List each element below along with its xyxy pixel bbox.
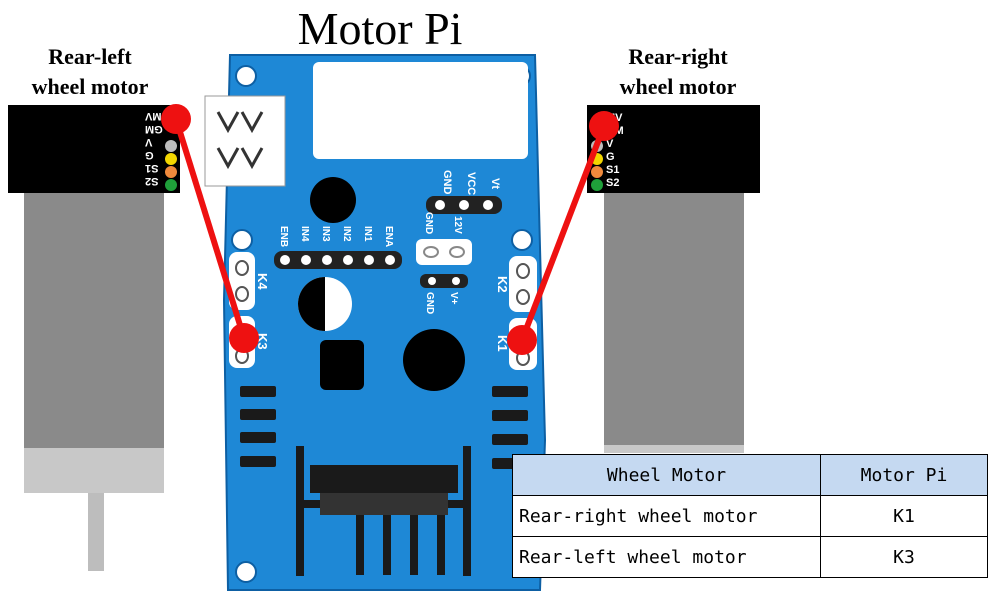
- power-in-gnd: GND: [423, 212, 434, 234]
- right-motor-label: Rear-right wheel motor: [588, 42, 768, 102]
- right-motor-body: [604, 193, 744, 448]
- left-motor-endcap: [24, 448, 164, 493]
- left-motor-label-line2: wheel motor: [31, 74, 149, 99]
- table-header-wheel-motor: Wheel Motor: [512, 454, 821, 496]
- power-in-12v: 12V: [452, 216, 463, 234]
- table-row: Rear-left wheel motor K3: [512, 536, 988, 578]
- port-k1-label: K1: [495, 335, 510, 352]
- table-cell-port: K3: [820, 536, 988, 578]
- driver-pin-ena: ENA: [383, 226, 394, 247]
- capacitor-top: [310, 177, 356, 223]
- board-label-area: [313, 62, 528, 159]
- right-motor: MV GM V G S1 S2: [587, 105, 760, 453]
- right-motor-label-line2: wheel motor: [619, 74, 737, 99]
- left-motor-pin-v-dot: [165, 140, 177, 152]
- table-cell-motor: Rear-right wheel motor: [512, 495, 821, 537]
- driver-pin-in4: IN4: [299, 226, 310, 242]
- table-cell-port: K1: [820, 495, 988, 537]
- power-out-gnd: GND: [424, 292, 435, 314]
- wire-left-end-board: [229, 323, 259, 353]
- regulator-chip: [320, 340, 364, 390]
- driver-pin-enb: ENB: [278, 226, 289, 247]
- mount-hole-top-left: [235, 65, 257, 87]
- left-motor-pin-g: G: [145, 149, 154, 161]
- header-top-vcc: VCC: [465, 172, 477, 195]
- wires: [161, 104, 619, 355]
- table-cell-motor: Rear-left wheel motor: [512, 536, 821, 578]
- right-motor-label-line1: Rear-right: [628, 44, 728, 69]
- mount-hole-left: [231, 229, 253, 251]
- left-motor-pin-v: V: [144, 136, 152, 148]
- right-motor-pin-s2: S2: [606, 177, 619, 189]
- power-out-vplus: V+: [448, 292, 459, 305]
- driver-pin-in1: IN1: [362, 226, 373, 242]
- mount-hole-bottom-left: [235, 561, 257, 583]
- header-top-vt: Vt: [489, 178, 501, 189]
- driver-pin-in3: IN3: [320, 226, 331, 242]
- right-motor-endcap: [604, 445, 744, 453]
- port-k2: [509, 256, 537, 312]
- left-motor-label-line1: Rear-left: [48, 44, 132, 69]
- mount-hole-right: [511, 229, 533, 251]
- usb-connector: [204, 95, 286, 187]
- right-motor-pin-s2-dot: [591, 179, 603, 191]
- driver-pin-header: [274, 251, 402, 269]
- driver-pin-in2: IN2: [341, 226, 352, 242]
- right-motor-pin-g: G: [606, 151, 615, 163]
- table-header-row: Wheel Motor Motor Pi: [512, 454, 988, 496]
- left-motor: MV GM V G S1 S2: [8, 105, 180, 571]
- header-top-gnd: GND: [441, 170, 453, 195]
- wire-left-end-motor: [161, 104, 191, 134]
- left-motor-pin-mv: MV: [144, 110, 161, 122]
- capacitor-large: [403, 329, 465, 391]
- left-motor-pin-s2-dot: [165, 179, 177, 191]
- power-out-header: [420, 274, 468, 288]
- left-motor-body: [24, 193, 164, 448]
- port-k4-label: K4: [255, 273, 270, 290]
- left-motor-pin-s1-dot: [165, 166, 177, 178]
- port-k2-label: K2: [495, 276, 510, 293]
- left-motor-pin-gm: GM: [145, 123, 163, 135]
- left-motor-shaft: [88, 493, 104, 571]
- left-motor-pin-s1: S1: [145, 162, 158, 174]
- right-motor-pin-v: V: [606, 138, 614, 150]
- left-motor-pin-s2: S2: [145, 175, 158, 187]
- table-row: Rear-right wheel motor K1: [512, 495, 988, 537]
- left-motor-connector-block: [8, 105, 180, 193]
- left-motor-label: Rear-left wheel motor: [0, 42, 180, 102]
- heatsink: [296, 446, 471, 576]
- diagram-title: Motor Pi: [297, 3, 463, 54]
- wire-right-end-motor: [589, 111, 619, 141]
- right-motor-pin-s1-dot: [591, 166, 603, 178]
- left-motor-pin-g-dot: [165, 153, 177, 165]
- power-in-terminal: [416, 239, 472, 265]
- pads-left: [240, 386, 276, 467]
- motor-pi-board: GND VCC Vt ENB IN4 IN3 IN2 IN1 ENA GND 1…: [204, 54, 547, 591]
- connection-table: Wheel Motor Motor Pi Rear-right wheel mo…: [512, 454, 988, 578]
- wire-right-end-board: [507, 325, 537, 355]
- wire-right-to-k1: [519, 124, 607, 342]
- right-motor-pin-s1: S1: [606, 164, 619, 176]
- table-header-motor-pi: Motor Pi: [820, 454, 988, 496]
- wire-left-to-k3: [173, 118, 247, 339]
